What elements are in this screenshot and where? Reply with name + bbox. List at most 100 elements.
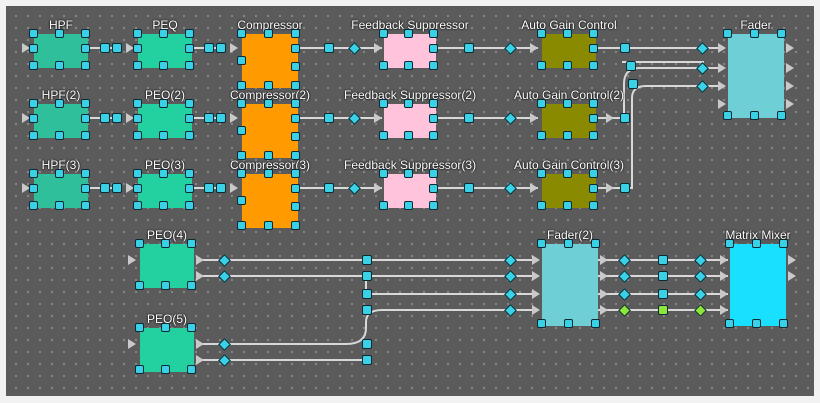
- connector-diamond[interactable]: [694, 304, 707, 317]
- connector-diamond[interactable]: [504, 288, 517, 301]
- port-icon[interactable]: [161, 323, 170, 332]
- connector-node[interactable]: [362, 271, 372, 281]
- port-icon[interactable]: [55, 99, 64, 108]
- port-icon[interactable]: [185, 44, 194, 53]
- port-icon[interactable]: [187, 365, 196, 374]
- connector-node[interactable]: [216, 113, 226, 123]
- signal-flow-canvas[interactable]: HPF PEQ Compressor: [6, 6, 814, 396]
- hpf-block[interactable]: HPF: [29, 18, 90, 70]
- port-icon[interactable]: [564, 319, 573, 328]
- port-icon[interactable]: [563, 61, 572, 70]
- port-icon[interactable]: [589, 131, 598, 140]
- port-icon[interactable]: [379, 99, 388, 108]
- port-icon[interactable]: [777, 29, 786, 38]
- port-icon[interactable]: [185, 29, 194, 38]
- peq-block[interactable]: PEQ(5): [135, 312, 196, 374]
- peq-block[interactable]: PEQ(3): [133, 158, 194, 210]
- connector-diamond[interactable]: [696, 42, 709, 55]
- port-icon[interactable]: [29, 184, 38, 193]
- feedback-suppressor-block[interactable]: Feedback Suppressor: [351, 18, 469, 70]
- port-icon[interactable]: [291, 29, 300, 38]
- port-icon[interactable]: [133, 131, 142, 140]
- connector-diamond[interactable]: [218, 354, 231, 367]
- port-icon[interactable]: [725, 239, 734, 248]
- port-icon[interactable]: [379, 169, 388, 178]
- peq-block[interactable]: PEQ(4): [135, 228, 196, 290]
- port-icon[interactable]: [537, 169, 546, 178]
- port-icon[interactable]: [779, 239, 788, 248]
- port-icon[interactable]: [135, 365, 144, 374]
- port-icon[interactable]: [161, 281, 170, 290]
- port-icon[interactable]: [589, 184, 598, 193]
- port-icon[interactable]: [404, 131, 413, 140]
- port-icon[interactable]: [429, 131, 438, 140]
- port-icon[interactable]: [81, 201, 90, 210]
- connector-diamond[interactable]: [348, 42, 361, 55]
- compressor-block[interactable]: Compressor(3): [230, 158, 310, 230]
- port-icon[interactable]: [264, 99, 273, 108]
- connector-diamond[interactable]: [694, 270, 707, 283]
- port-icon[interactable]: [725, 319, 734, 328]
- port-icon[interactable]: [291, 132, 300, 141]
- port-icon[interactable]: [133, 99, 142, 108]
- port-icon[interactable]: [159, 61, 168, 70]
- connector-node[interactable]: [658, 305, 668, 315]
- port-icon[interactable]: [291, 151, 300, 160]
- connector-node[interactable]: [658, 255, 668, 265]
- connector-node[interactable]: [100, 113, 110, 123]
- port-icon[interactable]: [264, 169, 273, 178]
- connector-diamond[interactable]: [504, 304, 517, 317]
- port-icon[interactable]: [723, 111, 732, 120]
- port-icon[interactable]: [29, 44, 38, 53]
- connector-diamond[interactable]: [696, 80, 709, 93]
- port-icon[interactable]: [537, 29, 546, 38]
- connector-node[interactable]: [324, 113, 334, 123]
- port-icon[interactable]: [429, 44, 438, 53]
- port-icon[interactable]: [537, 201, 546, 210]
- port-icon[interactable]: [185, 99, 194, 108]
- port-icon[interactable]: [291, 44, 300, 53]
- port-icon[interactable]: [81, 29, 90, 38]
- connector-diamond[interactable]: [218, 270, 231, 283]
- port-icon[interactable]: [429, 184, 438, 193]
- port-icon[interactable]: [237, 99, 246, 108]
- connector-diamond[interactable]: [504, 254, 517, 267]
- port-icon[interactable]: [752, 239, 761, 248]
- port-icon[interactable]: [133, 114, 142, 123]
- connector-diamond[interactable]: [694, 254, 707, 267]
- port-icon[interactable]: [777, 111, 786, 120]
- port-icon[interactable]: [81, 169, 90, 178]
- port-icon[interactable]: [537, 131, 546, 140]
- connector-node[interactable]: [100, 43, 110, 53]
- port-icon[interactable]: [404, 169, 413, 178]
- connector-node[interactable]: [204, 43, 214, 53]
- port-icon[interactable]: [291, 169, 300, 178]
- port-icon[interactable]: [29, 114, 38, 123]
- connector-diamond[interactable]: [218, 338, 231, 351]
- port-icon[interactable]: [429, 61, 438, 70]
- port-icon[interactable]: [563, 131, 572, 140]
- port-icon[interactable]: [291, 202, 300, 211]
- port-icon[interactable]: [29, 131, 38, 140]
- port-icon[interactable]: [404, 29, 413, 38]
- connector-diamond[interactable]: [618, 254, 631, 267]
- port-icon[interactable]: [723, 29, 732, 38]
- port-icon[interactable]: [187, 239, 196, 248]
- connector-node[interactable]: [324, 183, 334, 193]
- connector-node[interactable]: [464, 43, 474, 53]
- port-icon[interactable]: [291, 114, 300, 123]
- port-icon[interactable]: [404, 61, 413, 70]
- port-icon[interactable]: [159, 131, 168, 140]
- port-icon[interactable]: [133, 61, 142, 70]
- port-icon[interactable]: [379, 29, 388, 38]
- port-icon[interactable]: [185, 114, 194, 123]
- connector-diamond[interactable]: [218, 254, 231, 267]
- connector-node[interactable]: [324, 43, 334, 53]
- connector-node[interactable]: [620, 183, 630, 193]
- port-icon[interactable]: [589, 169, 598, 178]
- port-icon[interactable]: [291, 221, 300, 230]
- compressor-block[interactable]: Compressor: [237, 18, 303, 90]
- port-icon[interactable]: [237, 221, 246, 230]
- connector-diamond[interactable]: [618, 270, 631, 283]
- port-icon[interactable]: [133, 29, 142, 38]
